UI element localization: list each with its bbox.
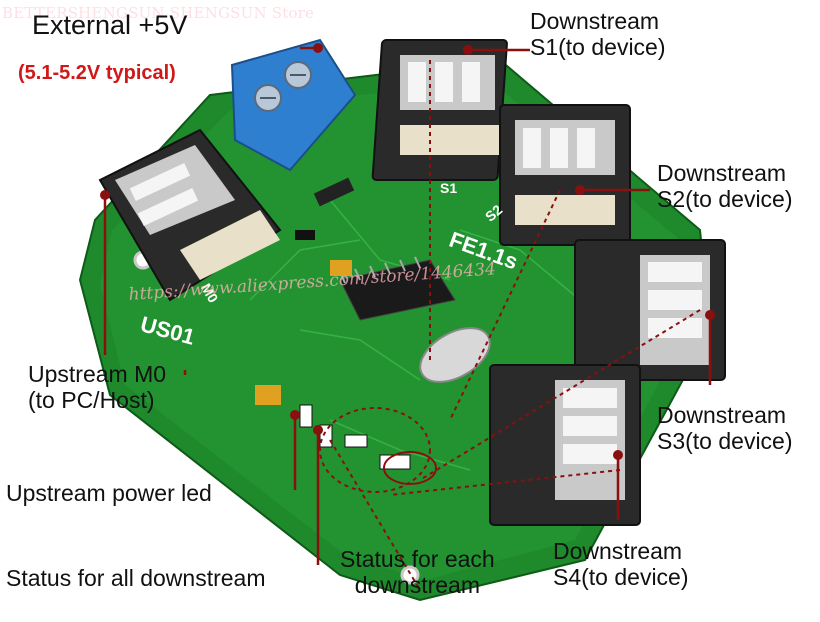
usb-port-s1 [371,39,508,181]
label-downstream-s4: Downstream S4(to device) [553,538,689,591]
store-watermark: BETTERSHENGSUN SHENGSUN Store [2,4,315,22]
label-downstream-s3: Downstream S3(to device) [657,402,793,455]
pointer-lines [100,43,715,591]
power-input-title: External +5V [32,10,188,40]
label-status-all-downstream: Status for all downstream [6,565,266,591]
power-voltage-note: (5.1-5.2V typical) [18,62,176,84]
usb-port-m0 [98,128,282,302]
components [255,177,491,470]
label-status-each-downstream: Status for each downstream [340,546,495,599]
power-terminal-block [230,38,357,172]
usb-port-s2 [499,104,631,246]
pcb-s1-mark: S1 [440,180,458,196]
usb-port-s3 [574,239,726,381]
label-upstream-m0: Upstream M0 (to PC/Host) [28,361,167,414]
label-downstream-s1: Downstream S1(to device) [530,8,666,61]
usb-port-s4 [489,364,641,526]
label-upstream-power-led: Upstream power led [6,480,212,506]
label-downstream-s2: Downstream S2(to device) [657,160,793,213]
